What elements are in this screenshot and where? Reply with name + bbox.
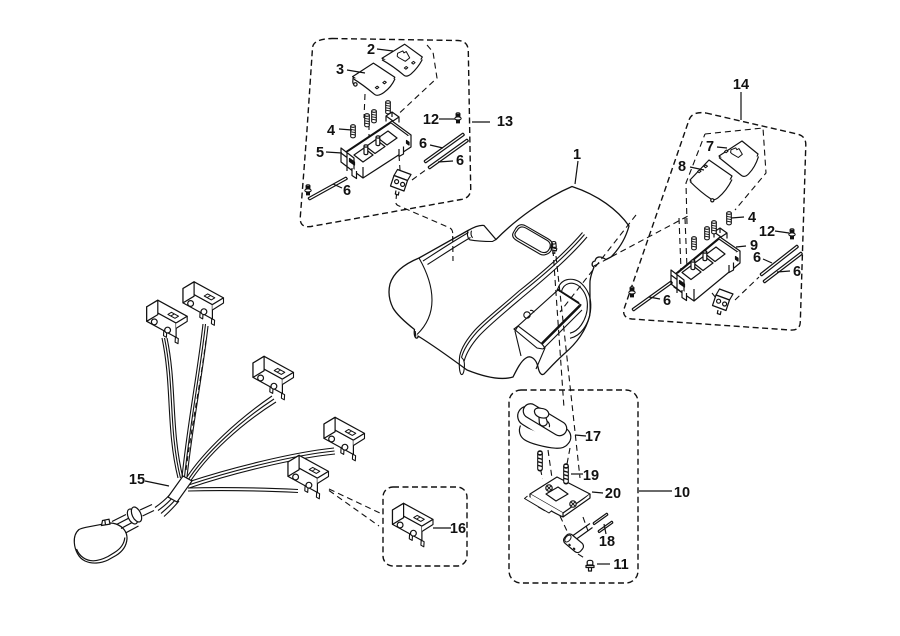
svg-text:11: 11 [613,557,628,573]
svg-text:12: 12 [423,112,439,128]
svg-text:6: 6 [456,153,464,169]
svg-text:18: 18 [599,534,615,550]
svg-text:5: 5 [316,145,324,161]
svg-text:6: 6 [343,183,351,199]
svg-text:14: 14 [733,77,749,93]
svg-text:19: 19 [583,468,599,484]
svg-text:1: 1 [573,147,581,163]
svg-text:8: 8 [678,159,686,175]
svg-text:9: 9 [750,238,758,254]
svg-text:3: 3 [336,62,344,78]
svg-text:15: 15 [129,472,145,488]
svg-text:16: 16 [450,521,466,537]
svg-text:2: 2 [367,42,375,58]
svg-text:12: 12 [759,224,775,240]
svg-text:6: 6 [793,264,801,280]
svg-text:4: 4 [327,123,335,139]
svg-text:10: 10 [674,485,690,501]
svg-text:6: 6 [753,250,761,266]
svg-text:7: 7 [706,139,714,155]
svg-text:6: 6 [663,293,671,309]
svg-text:17: 17 [585,429,601,445]
svg-text:4: 4 [748,210,756,226]
svg-text:13: 13 [497,114,513,130]
svg-text:6: 6 [419,136,427,152]
svg-text:20: 20 [605,486,621,502]
